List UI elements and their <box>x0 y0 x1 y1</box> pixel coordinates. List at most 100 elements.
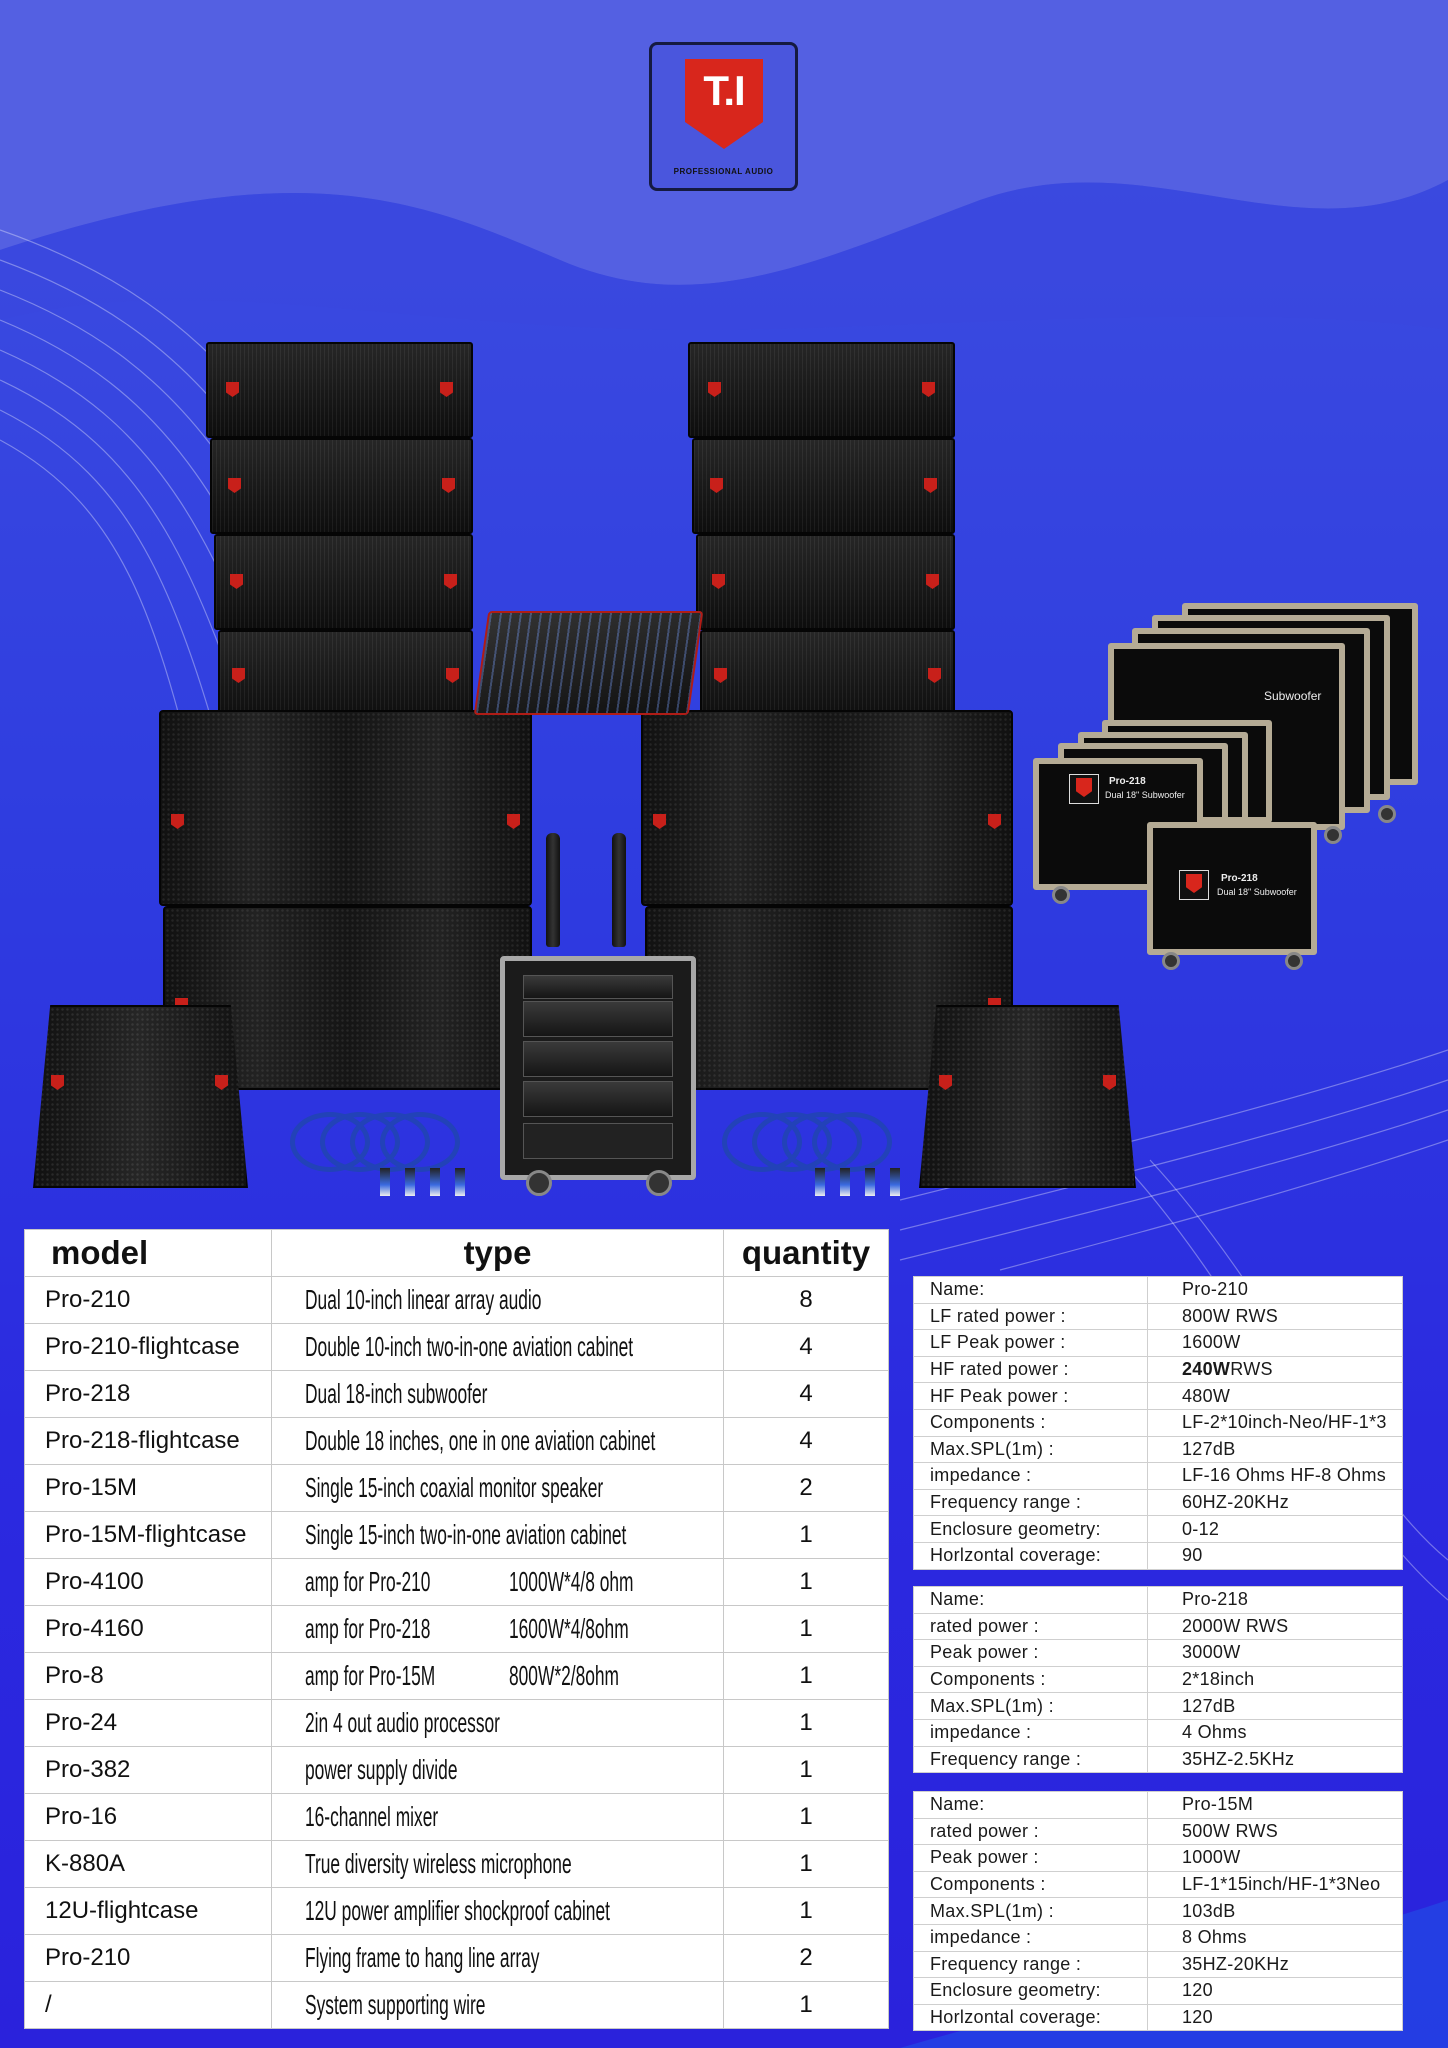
quantity-cell: 1 <box>723 1699 889 1747</box>
spec-value: 8 Ohms <box>1182 1927 1247 1948</box>
quantity-cell: 1 <box>723 1981 889 2029</box>
wireless-microphone <box>546 833 560 947</box>
spec-value: 90 <box>1182 1545 1203 1566</box>
spec-value: 2*18inch <box>1182 1669 1255 1690</box>
quantity-cell: 1 <box>723 1887 889 1935</box>
line-array-speaker <box>688 342 955 438</box>
header-model: model <box>24 1229 272 1277</box>
spec-value-cell: 127dB <box>1147 1692 1403 1720</box>
model-cell: Pro-218 <box>24 1370 272 1418</box>
line-array-speaker <box>696 534 955 630</box>
wheel-icon <box>526 1170 552 1196</box>
quantity-cell: 1 <box>723 1746 889 1794</box>
model-cell: Pro-24 <box>24 1699 272 1747</box>
type-text: amp for Pro-15M <box>305 1660 436 1691</box>
spec-label: Frequency range : <box>913 1488 1148 1517</box>
spec-label: Enclosure geometry: <box>913 1977 1148 2005</box>
quantity-cell: 1 <box>723 1605 889 1653</box>
type-spec: 1600W*4/8ohm <box>509 1613 629 1644</box>
type-text: 12U power amplifier shockproof cabinet <box>305 1895 610 1926</box>
type-text: 2in 4 out audio processor <box>305 1707 500 1738</box>
spec-row: HF Peak power :480W <box>913 1382 1403 1410</box>
quantity-cell: 4 <box>723 1370 889 1418</box>
spec-row: Frequency range :35HZ-2.5KHz <box>913 1745 1403 1774</box>
spec-row: Max.SPL(1m) :103dB <box>913 1897 1403 1925</box>
line-array-speaker <box>218 630 473 722</box>
type-text: Dual 10-inch linear array audio <box>305 1284 542 1315</box>
model-cell: Pro-210-flightcase <box>24 1323 272 1371</box>
model-cell: Pro-8 <box>24 1652 272 1700</box>
shield-icon: T.I <box>685 59 763 149</box>
spec-label: Frequency range : <box>913 1950 1148 1979</box>
spec-value: 4 Ohms <box>1182 1722 1247 1743</box>
spec-value-cell: 1000W <box>1147 1844 1403 1872</box>
spec-label: rated power : <box>913 1817 1148 1846</box>
model-cell: Pro-16 <box>24 1793 272 1841</box>
spec-value-cell: Pro-210 <box>1147 1276 1403 1304</box>
spec-label: impedance : <box>913 1923 1148 1952</box>
spec-label: Name: <box>913 1791 1148 1819</box>
spec-row: Components : 2*18inch <box>913 1665 1403 1694</box>
spec-row: impedance : 4 Ohms <box>913 1718 1403 1747</box>
spec-value-cell: 0-12 <box>1147 1515 1403 1543</box>
type-cell: True diversity wireless microphone <box>271 1840 724 1888</box>
flight-case: Pro-218 Dual 18" Subwoofer <box>1147 822 1317 955</box>
quantity-cell: 2 <box>723 1934 889 1982</box>
quantity-cell: 8 <box>723 1276 889 1324</box>
spec-row: LF Peak power :1600W <box>913 1329 1403 1357</box>
type-text: Dual 18-inch subwoofer <box>305 1378 488 1409</box>
spec-label: impedance : <box>913 1718 1148 1747</box>
type-spec: 800W*2/8ohm <box>509 1660 620 1691</box>
spec-row: Peak power :3000W <box>913 1639 1403 1667</box>
type-cell: Single 15-inch two-in-one aviation cabin… <box>271 1511 724 1559</box>
wheel-icon <box>646 1170 672 1196</box>
spec-value: LF-1*15inch/HF-1*3Neo <box>1182 1874 1381 1895</box>
model-cell: Pro-4100 <box>24 1558 272 1606</box>
type-cell: Double 18 inches, one in one aviation ca… <box>271 1417 724 1465</box>
table-header: model type quantity <box>24 1229 889 1277</box>
spec-value: 103dB <box>1182 1900 1236 1921</box>
spec-value: 127dB <box>1182 1695 1236 1716</box>
spec-value: 120 <box>1182 2007 1213 2028</box>
spec-value-cell: Pro-15M <box>1147 1791 1403 1819</box>
spec-value-cell: 120 <box>1147 2003 1403 2032</box>
flight-case-label-back: Subwoofer <box>1264 689 1322 703</box>
spec-row: Name:Pro-210 <box>913 1276 1403 1304</box>
model-cell: 12U-flightcase <box>24 1887 272 1935</box>
spec-row: Enclosure geometry:0-12 <box>913 1515 1403 1543</box>
spec-row: Name: Pro-15M <box>913 1791 1403 1819</box>
spec-value: Pro-15M <box>1182 1794 1254 1815</box>
spec-value: 127dB <box>1182 1438 1236 1459</box>
spec-label: Components : <box>913 1665 1148 1694</box>
spec-label: HF rated power : <box>913 1355 1148 1384</box>
spec-row: rated power :2000W RWS <box>913 1612 1403 1641</box>
package-table: model type quantity Pro-210 Dual 10-inch … <box>24 1229 889 2029</box>
spec-label: Components : <box>913 1408 1148 1437</box>
spec-value: Pro-210 <box>1182 1279 1249 1300</box>
spec-row: Max.SPL(1m) :127dB <box>913 1692 1403 1720</box>
spec-label: Max.SPL(1m) : <box>913 1435 1148 1464</box>
spec-label: LF Peak power : <box>913 1329 1148 1357</box>
spec-row: Horlzontal coverage: 90 <box>913 1541 1403 1570</box>
spec-value: 60HZ-20KHz <box>1182 1492 1290 1513</box>
spec-value: 35HZ-2.5KHz <box>1182 1748 1295 1769</box>
spec-row: rated power :500W RWS <box>913 1817 1403 1846</box>
type-cell: Dual 10-inch linear array audio <box>271 1276 724 1324</box>
type-cell: 12U power amplifier shockproof cabinet <box>271 1887 724 1935</box>
quantity-cell: 4 <box>723 1323 889 1371</box>
spec-row: LF rated power :800W RWS <box>913 1302 1403 1331</box>
spec-label: Horlzontal coverage: <box>913 1541 1148 1570</box>
spec-value: 480W <box>1182 1385 1231 1406</box>
type-text: True diversity wireless microphone <box>305 1848 572 1879</box>
spec-row: Horlzontal coverage:120 <box>913 2003 1403 2032</box>
model-cell: Pro-210 <box>24 1934 272 1982</box>
